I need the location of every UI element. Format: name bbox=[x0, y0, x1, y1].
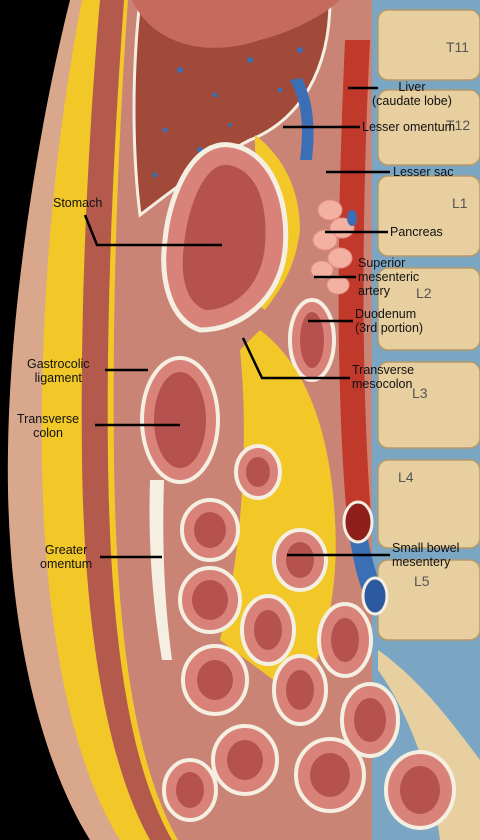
label-small-bowel-mesentery: Small bowel mesentery bbox=[392, 541, 460, 569]
label-transverse-mesocolon: Transverse mesocolon bbox=[352, 363, 415, 391]
vein-lumen bbox=[361, 576, 389, 616]
label-lesser-omentum: Lesser omentum bbox=[362, 120, 456, 134]
label-gastrocolic-ligament: Gastrocolic ligament bbox=[27, 357, 90, 385]
label-greater-omentum: Greater omentum bbox=[40, 543, 93, 571]
vertebra-label-t12: T12 bbox=[446, 117, 471, 133]
rectus-muscle bbox=[81, 0, 172, 840]
label-stomach: Stomach bbox=[53, 196, 103, 210]
label-duodenum: Duodenum (3rd portion) bbox=[355, 307, 424, 335]
vertebra-label-l2: L2 bbox=[416, 285, 432, 301]
leader-stomach bbox=[83, 214, 222, 247]
portal-vein bbox=[290, 78, 314, 160]
vertebral-column bbox=[372, 0, 480, 840]
small-bowel-loops bbox=[162, 444, 456, 830]
label-liver: Liver (caudate lobe) bbox=[372, 80, 452, 108]
label-pancreas: Pancreas bbox=[390, 225, 443, 239]
diaphragm bbox=[132, 0, 340, 48]
label-sma: Superior mesenteric artery bbox=[358, 256, 420, 298]
vertebra-label-l5: L5 bbox=[414, 573, 430, 589]
pancreas-tissue bbox=[310, 199, 355, 295]
leader-lines bbox=[83, 86, 390, 559]
greater-omentum bbox=[149, 480, 172, 660]
leader-transverse-mesocolon bbox=[241, 337, 350, 380]
label-lesser-sac: Lesser sac bbox=[393, 165, 454, 179]
vertebra-label-l4: L4 bbox=[398, 469, 414, 485]
vertebra-label-l1: L1 bbox=[452, 195, 468, 211]
aorta-lumen bbox=[342, 500, 374, 544]
splenic-vein bbox=[347, 210, 357, 226]
aorta bbox=[338, 40, 372, 530]
vertebra-label-l3: L3 bbox=[412, 385, 428, 401]
vertebra-label-t11: T11 bbox=[446, 39, 470, 55]
label-transverse-colon: Transverse colon bbox=[17, 412, 80, 440]
